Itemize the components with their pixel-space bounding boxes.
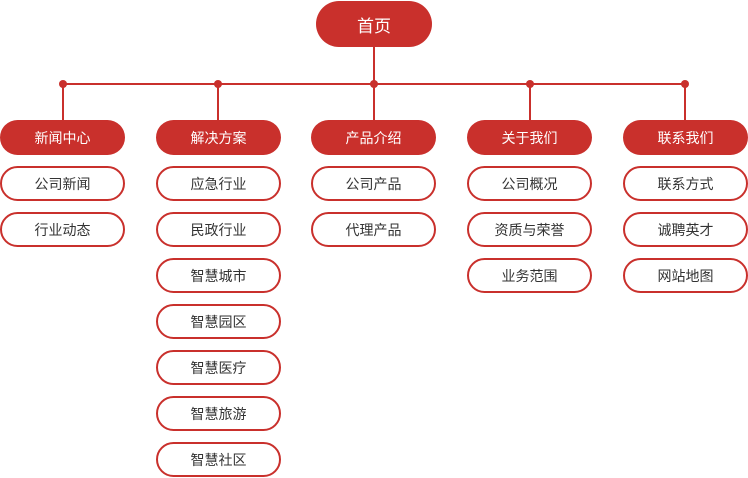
item-company-news[interactable]: 公司新闻: [0, 166, 125, 201]
category-branch: [370, 80, 378, 120]
junction-dot: [681, 80, 689, 88]
category-branch: [526, 80, 534, 120]
item-civil-affairs-industry[interactable]: 民政行业: [156, 212, 281, 247]
junction-dot: [370, 80, 378, 88]
item-qualifications-honors[interactable]: 资质与荣誉: [467, 212, 592, 247]
item-smart-park[interactable]: 智慧园区: [156, 304, 281, 339]
item-business-scope[interactable]: 业务范围: [467, 258, 592, 293]
junction-dot: [214, 80, 222, 88]
junction-dot: [59, 80, 67, 88]
item-company-overview[interactable]: 公司概况: [467, 166, 592, 201]
item-careers[interactable]: 诚聘英才: [623, 212, 748, 247]
junction-dot: [526, 80, 534, 88]
item-smart-city[interactable]: 智慧城市: [156, 258, 281, 293]
item-company-products[interactable]: 公司产品: [311, 166, 436, 201]
item-agency-products[interactable]: 代理产品: [311, 212, 436, 247]
item-smart-tourism[interactable]: 智慧旅游: [156, 396, 281, 431]
category-products[interactable]: 产品介绍: [311, 120, 436, 155]
item-smart-community[interactable]: 智慧社区: [156, 442, 281, 477]
category-branch: [59, 80, 67, 120]
item-smart-healthcare[interactable]: 智慧医疗: [156, 350, 281, 385]
item-industry-news[interactable]: 行业动态: [0, 212, 125, 247]
category-branch: [681, 80, 689, 120]
item-emergency-industry[interactable]: 应急行业: [156, 166, 281, 201]
category-news-center[interactable]: 新闻中心: [0, 120, 125, 155]
item-site-map[interactable]: 网站地图: [623, 258, 748, 293]
category-contact-us[interactable]: 联系我们: [623, 120, 748, 155]
category-solutions[interactable]: 解决方案: [156, 120, 281, 155]
category-about-us[interactable]: 关于我们: [467, 120, 592, 155]
item-contact-info[interactable]: 联系方式: [623, 166, 748, 201]
home-node[interactable]: 首页: [316, 1, 432, 47]
category-branch: [214, 80, 222, 120]
